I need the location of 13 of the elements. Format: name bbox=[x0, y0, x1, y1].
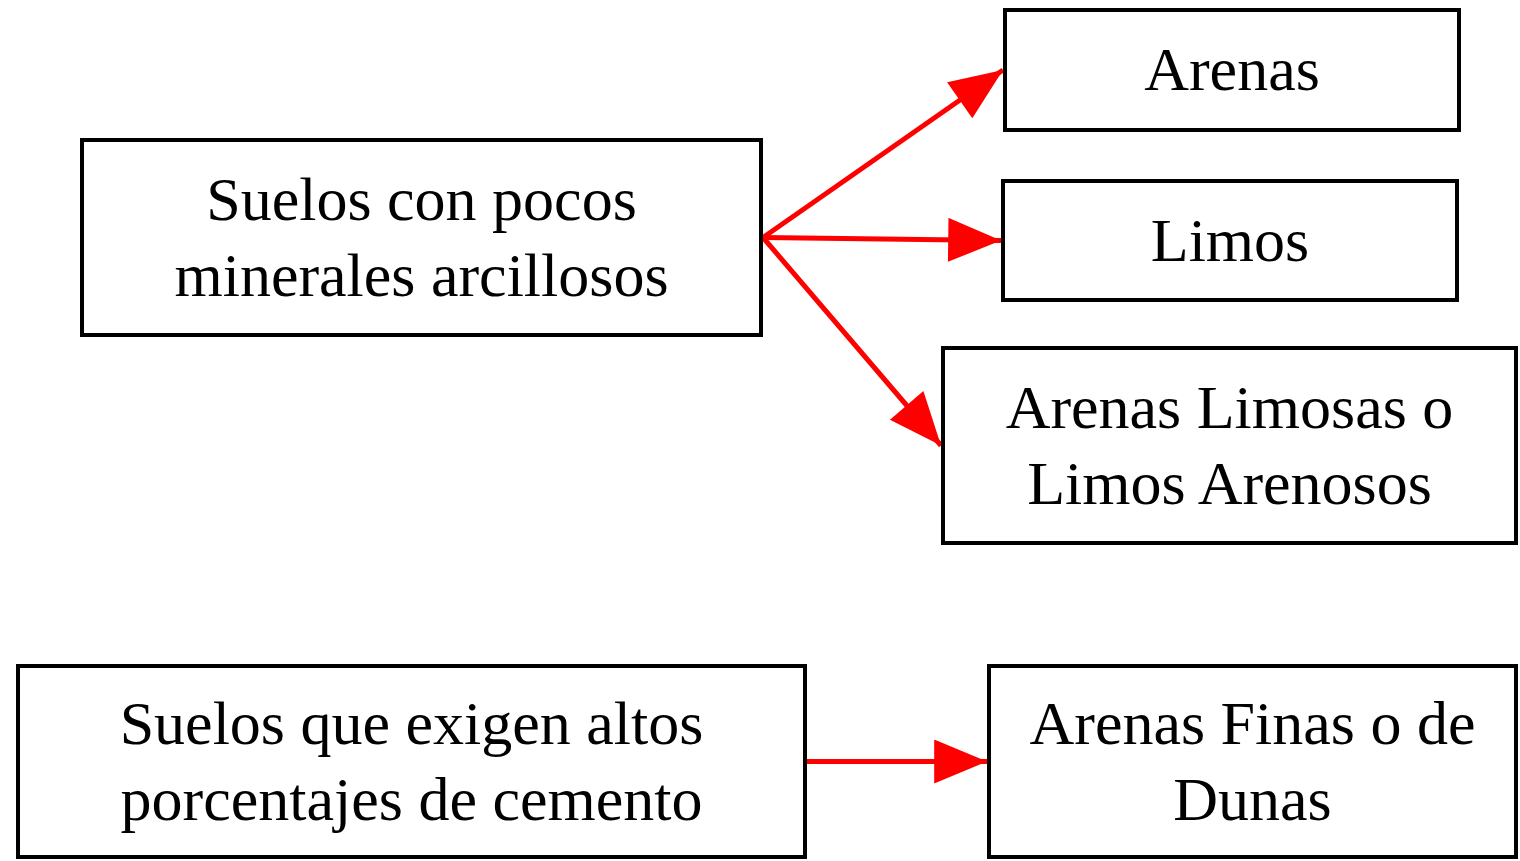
text-box bbox=[80, 138, 763, 337]
box-label: Suelos que exigen altos porcentajes de cemento bbox=[118, 687, 705, 835]
box-label: Arenas Finas o de Dunas bbox=[1028, 687, 1477, 835]
box-label: Arenas bbox=[1144, 34, 1320, 106]
text-box bbox=[987, 664, 1518, 859]
box-label: Suelos con pocos minerales arcillosos bbox=[173, 163, 670, 311]
box-label: Limos bbox=[1150, 204, 1310, 276]
text-box bbox=[1001, 179, 1459, 302]
text-box bbox=[16, 664, 807, 859]
box-label: Arenas Limosas o Limos Arenosos bbox=[1004, 371, 1455, 519]
arrow bbox=[807, 739, 987, 784]
text-box bbox=[1003, 8, 1461, 132]
text-box bbox=[941, 346, 1518, 545]
